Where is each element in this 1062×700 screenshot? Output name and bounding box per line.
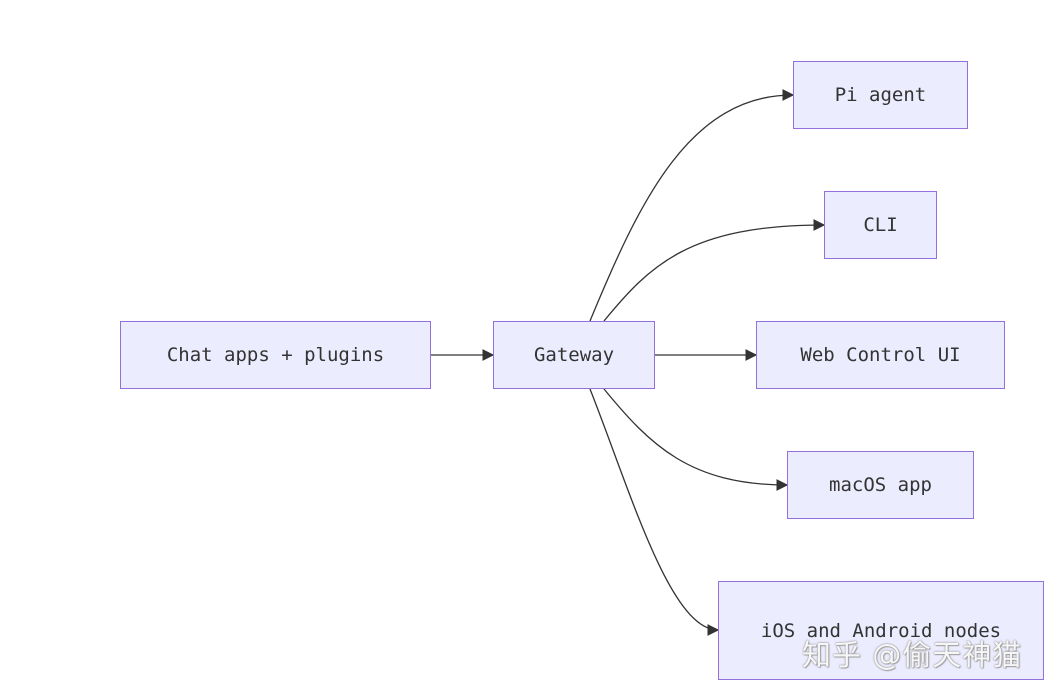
node-web-control-ui-label: Web Control UI (800, 344, 961, 366)
edge-gateway-to-pi-agent (589, 89, 795, 322)
node-ios-android-label: iOS and Android nodes (760, 619, 1002, 642)
node-pi-agent: Pi agent (793, 61, 968, 129)
node-ios-android: iOS and Android nodes (718, 581, 1044, 680)
node-macos-app: macOS app (787, 451, 974, 519)
edge-gateway-to-mobile (589, 388, 720, 636)
edge-gateway-to-cli (603, 219, 826, 322)
node-pi-agent-label: Pi agent (834, 84, 927, 106)
node-gateway: Gateway (493, 321, 655, 389)
node-cli: CLI (824, 191, 937, 259)
node-chat-apps: Chat apps + plugins (120, 321, 431, 389)
node-gateway-label: Gateway (533, 344, 615, 366)
node-macos-app-label: macOS app (829, 474, 932, 496)
node-cli-label: CLI (863, 214, 898, 236)
watermark-text: 知乎 @偷天神猫 (802, 638, 1023, 672)
edge-gateway-to-macos (603, 388, 789, 491)
node-web-control-ui: Web Control UI (756, 321, 1005, 389)
node-chat-apps-label: Chat apps + plugins (166, 344, 385, 366)
